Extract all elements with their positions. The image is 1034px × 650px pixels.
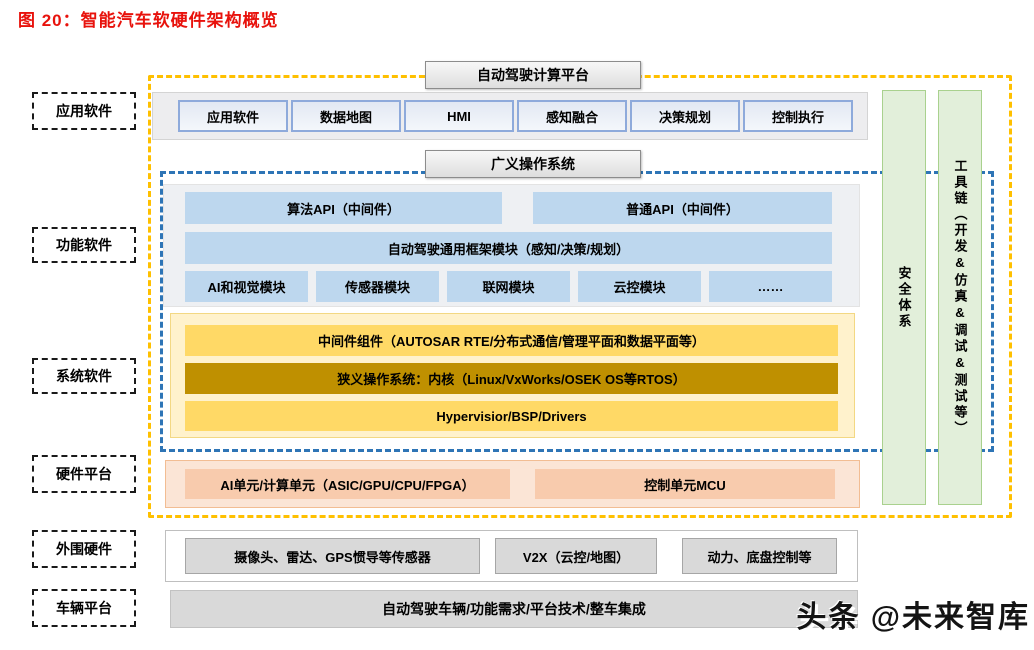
- framework-module-bar: 自动驾驶通用框架模块（感知/决策/规划）: [185, 232, 832, 264]
- security-system-label: 安全体系: [896, 265, 912, 330]
- app-box-perception-fusion: 感知融合: [517, 100, 627, 132]
- power-chassis-box: 动力、底盘控制等: [682, 538, 837, 574]
- module-box-more: ……: [709, 271, 832, 302]
- common-api-bar: 普通API（中间件）: [533, 192, 832, 224]
- layer-label-application-software: 应用软件: [32, 92, 136, 130]
- layer-label-peripheral-hardware: 外围硬件: [32, 530, 136, 568]
- broad-os-label: 广义操作系统: [425, 150, 641, 178]
- toolchain-bar: 工具链（开发&仿真&调试&测试等）: [938, 90, 982, 505]
- hypervisor-bar: Hypervisior/BSP/Drivers: [185, 401, 838, 431]
- module-box-sensor: 传感器模块: [316, 271, 439, 302]
- module-box-ai-vision: AI和视觉模块: [185, 271, 308, 302]
- mcu-box: 控制单元MCU: [535, 469, 835, 499]
- app-box-decision-planning: 决策规划: [630, 100, 740, 132]
- sensors-box: 摄像头、雷达、GPS惯导等传感器: [185, 538, 480, 574]
- security-system-bar: 安全体系: [882, 90, 926, 505]
- v2x-box: V2X（云控/地图）: [495, 538, 657, 574]
- algorithm-api-bar: 算法API（中间件）: [185, 192, 502, 224]
- toolchain-label: 工具链（开发&仿真&调试&测试等）: [952, 158, 968, 437]
- app-box-hmi: HMI: [404, 100, 514, 132]
- computing-platform-label: 自动驾驶计算平台: [425, 61, 641, 89]
- ai-compute-unit-box: AI单元/计算单元（ASIC/GPU/CPU/FPGA）: [185, 469, 510, 499]
- vehicle-platform-bar: 自动驾驶车辆/功能需求/平台技术/整车集成: [170, 590, 858, 628]
- watermark: 头条 @未来智库: [796, 601, 1030, 634]
- app-box-application-software: 应用软件: [178, 100, 288, 132]
- layer-label-vehicle-platform: 车辆平台: [32, 589, 136, 627]
- module-box-cloud-control: 云控模块: [578, 271, 701, 302]
- figure-title: 图 20：智能汽车软硬件架构概览: [18, 11, 279, 30]
- layer-label-system-software: 系统软件: [32, 358, 136, 394]
- app-box-data-map: 数据地图: [291, 100, 401, 132]
- layer-label-hardware-platform: 硬件平台: [32, 455, 136, 493]
- layer-label-functional-software: 功能软件: [32, 227, 136, 263]
- app-box-control-execution: 控制执行: [743, 100, 853, 132]
- kernel-bar: 狭义操作系统：内核（Linux/VxWorks/OSEK OS等RTOS）: [185, 363, 838, 394]
- module-box-network: 联网模块: [447, 271, 570, 302]
- middleware-bar: 中间件组件（AUTOSAR RTE/分布式通信/管理平面和数据平面等）: [185, 325, 838, 356]
